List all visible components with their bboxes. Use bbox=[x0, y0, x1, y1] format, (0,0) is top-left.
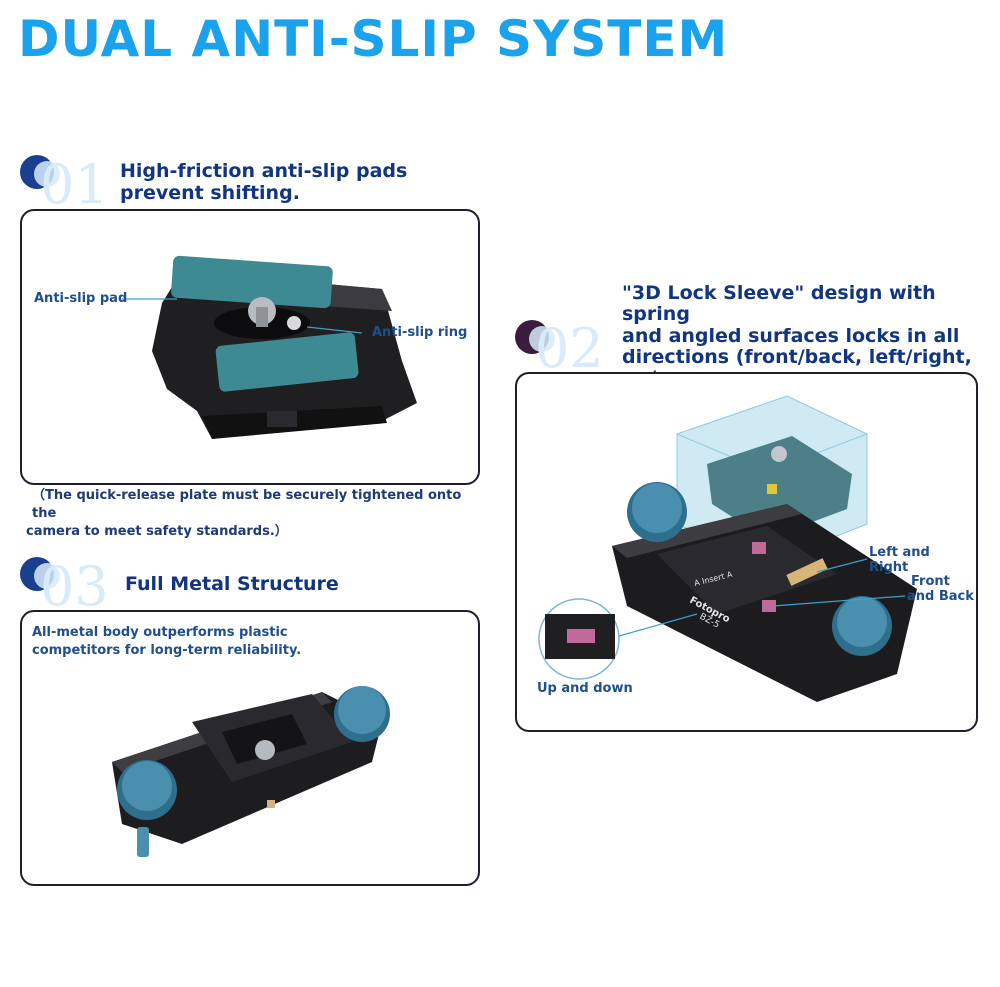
feature-01-bullet bbox=[20, 155, 60, 189]
callout-anti-slip-pad: Anti-slip pad bbox=[34, 291, 128, 306]
safety-note-line1: （The quick-release plate must be securel… bbox=[32, 488, 462, 522]
callout-front-back-line1: Front bbox=[911, 574, 950, 589]
feature-01-heading-line1: High-friction anti-slip pads bbox=[120, 160, 408, 182]
feature-03-heading: Full Metal Structure bbox=[125, 573, 339, 595]
callout-up-down: Up and down bbox=[537, 681, 633, 696]
feature-03-bullet bbox=[20, 557, 60, 591]
safety-note-line2: camera to meet safety standards.） bbox=[26, 524, 288, 540]
feature-01-number: 01 bbox=[40, 153, 109, 216]
metal-clamp-image bbox=[112, 686, 390, 857]
callout-left-right-line1: Left and bbox=[869, 545, 930, 560]
feature-03-desc-line1: All-metal body outperforms plastic bbox=[32, 625, 288, 640]
feature-02-panel: Fotopro BZ-5 A Insert A Left and Right F… bbox=[515, 372, 978, 732]
feature-01-safety-note: （The quick-release plate must be securel… bbox=[26, 487, 476, 542]
feature-02-bullet bbox=[515, 320, 555, 354]
callout-left-right: Left and Right bbox=[869, 545, 930, 576]
feature-03-panel: All-metal body outperforms plastic compe… bbox=[20, 610, 480, 886]
callout-front-back-line2: and Back bbox=[907, 588, 974, 604]
feature-03-desc-line2: competitors for long-term reliability. bbox=[32, 643, 302, 659]
feature-02-number: 02 bbox=[535, 317, 604, 380]
feature-03-description: All-metal body outperforms plastic compe… bbox=[32, 624, 301, 660]
callout-left-right-line2: Right bbox=[869, 559, 909, 575]
lock-sleeve-image: Fotopro BZ-5 A Insert A bbox=[538, 395, 917, 702]
feature-01-heading: High-friction anti-slip pads prevent shi… bbox=[120, 160, 408, 205]
feature-01-panel: Anti-slip pad Anti-slip ring bbox=[20, 209, 480, 485]
feature-02-heading-line1: "3D Lock Sleeve" design with spring bbox=[622, 282, 936, 326]
feature-03-number: 03 bbox=[40, 555, 109, 618]
callout-anti-slip-ring: Anti-slip ring bbox=[372, 325, 468, 340]
page-title: DUAL ANTI-SLIP SYSTEM bbox=[18, 10, 729, 68]
quick-release-plate-image bbox=[122, 255, 417, 439]
feature-02-heading-line2: and angled surfaces locks in all bbox=[622, 324, 960, 347]
callout-front-back: Front and Back bbox=[907, 574, 974, 605]
feature-01-heading-line2: prevent shifting. bbox=[120, 181, 300, 204]
